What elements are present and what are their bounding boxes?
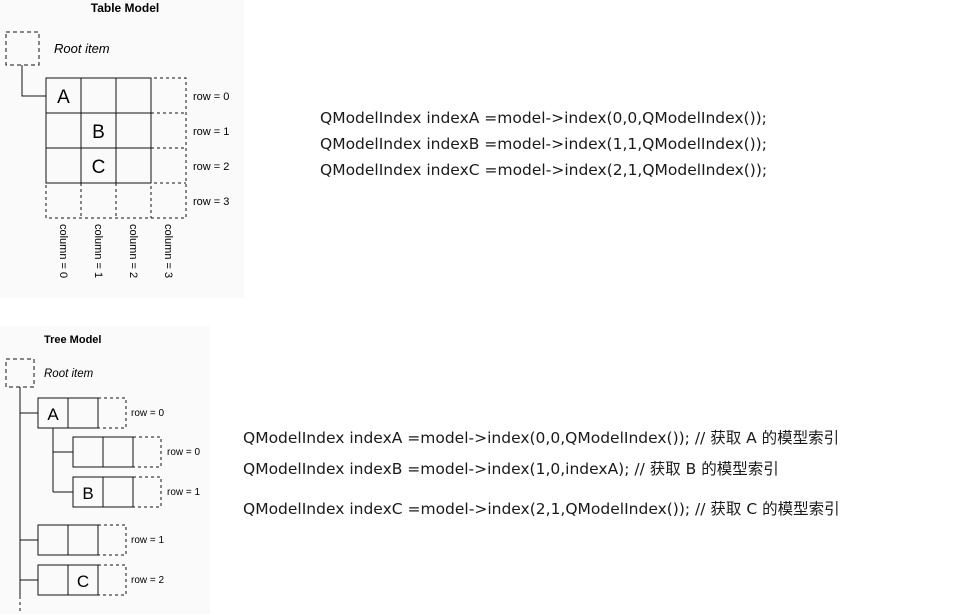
table-column-label: column = 3	[162, 224, 174, 278]
table-row-label: row = 2	[193, 161, 229, 173]
table-column-label: column = 2	[127, 224, 139, 278]
code-line-table-index-c: QModelIndex indexC =model->index(2,1,QMo…	[320, 161, 768, 179]
tree-node-dashed-extension	[133, 436, 162, 468]
code-line-tree-index-a: QModelIndex indexA =model->index(0,0,QMo…	[243, 429, 840, 447]
table-cell-c: C	[92, 157, 106, 178]
table-cell-b: B	[92, 122, 105, 143]
table-cell-a: A	[57, 87, 70, 108]
table-root-box	[5, 31, 40, 66]
tree-node-dashed-extension	[98, 397, 127, 429]
tree-node-dashed-extension	[133, 476, 162, 508]
code-line-table-index-a: QModelIndex indexA =model->index(0,0,QMo…	[320, 109, 767, 127]
tree-cell-c: C	[77, 572, 89, 591]
table-model-title: Table Model	[91, 1, 159, 15]
tree-panel	[0, 326, 210, 614]
tree-row-label: row = 2	[131, 575, 165, 586]
code-line-tree-index-c: QModelIndex indexC =model->index(2,1,QMo…	[243, 500, 840, 518]
tree-row-label: row = 1	[167, 487, 201, 498]
code-line-table-index-b: QModelIndex indexB =model->index(1,1,QMo…	[320, 135, 767, 153]
table-column-label: column = 1	[92, 224, 104, 278]
table-row-label: row = 3	[193, 196, 229, 208]
tree-node-dashed-extension	[98, 524, 127, 556]
table-panel	[0, 0, 244, 298]
tree-root-label: Root item	[44, 368, 94, 380]
table-row-label: row = 0	[193, 91, 229, 103]
table-root-connector	[21, 65, 46, 97]
table-root-label: Root item	[54, 41, 110, 56]
tree-row-label: row = 1	[131, 535, 165, 546]
table-column-label: column = 0	[57, 224, 69, 278]
tree-cell-a: A	[47, 405, 59, 424]
table-row-label: row = 1	[193, 126, 229, 138]
code-line-tree-index-b: QModelIndex indexB =model->index(1,0,ind…	[243, 460, 779, 478]
tree-row-label: row = 0	[167, 447, 201, 458]
tree-row-label: row = 0	[131, 408, 165, 419]
table-solid-grid	[45, 77, 152, 184]
table-outer-grid	[45, 77, 187, 219]
tree-cell-b: B	[82, 484, 93, 503]
tree-model-title: Tree Model	[44, 334, 101, 346]
tree-node-dashed-extension	[98, 564, 127, 596]
